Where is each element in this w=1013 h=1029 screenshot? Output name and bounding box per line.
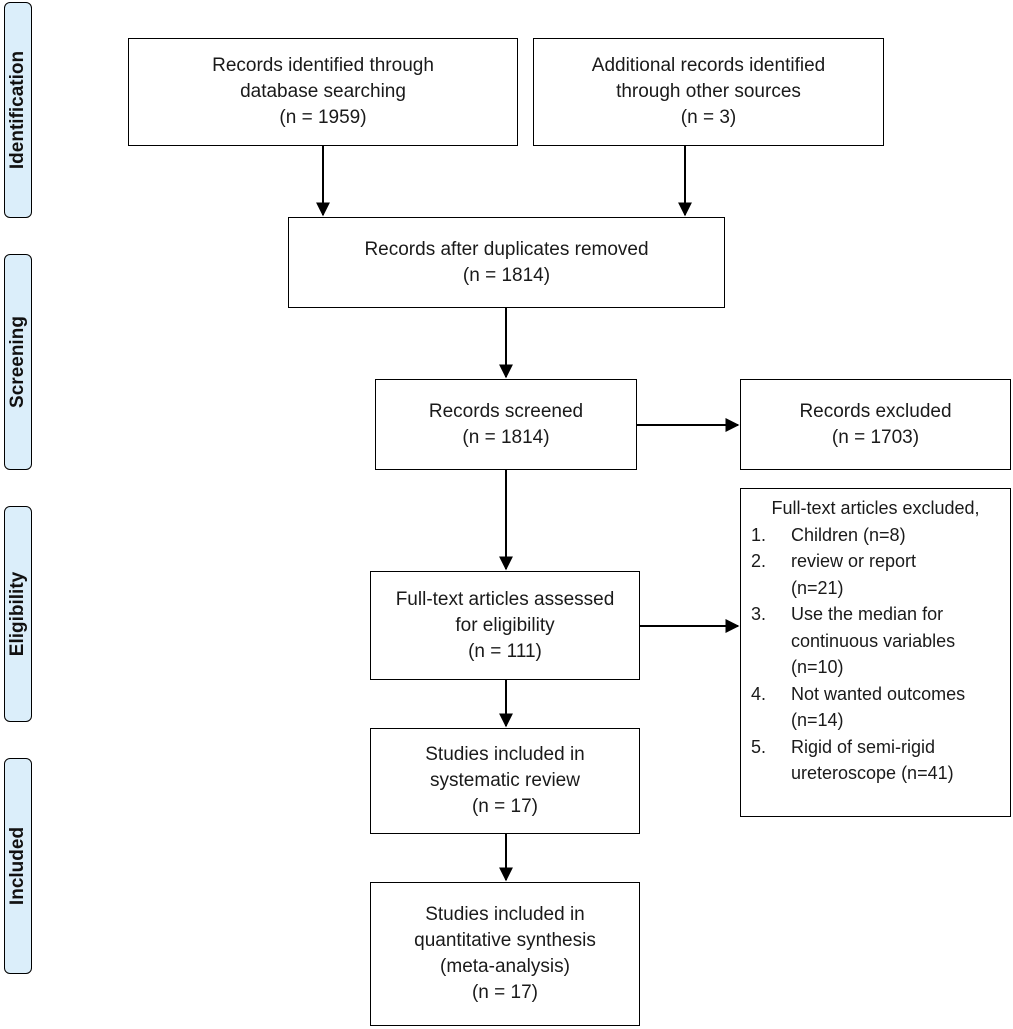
list-item-number: 2. <box>751 551 767 571</box>
box-line: Records excluded <box>799 400 952 422</box>
stage-screening-label: Screening <box>7 316 28 408</box>
stage-screening: Screening <box>4 254 32 470</box>
box-line: (n = 111) <box>468 640 542 662</box>
box-records-screened: Records screened (n = 1814) <box>375 379 637 470</box>
box-line: Studies included in <box>425 904 585 925</box>
list-item-text: Rigid of semi-rigid <box>791 736 936 757</box>
box-quantitative-synthesis: Studies included in quantitative synthes… <box>370 882 640 1026</box>
list-item-text: (n=14) <box>791 710 844 730</box>
list-item-text: Children (n=8) <box>791 524 906 545</box>
box-line: (n = 17) <box>471 982 538 1003</box>
box-line: Records identified through <box>212 55 434 76</box>
box-line: (n = 1814) <box>462 264 551 286</box>
box-line: systematic review <box>430 770 580 791</box>
box-line: (n = 1814) <box>462 426 550 448</box>
box-line: Full-text articles assessed <box>395 588 615 610</box>
box-line: Studies included in <box>425 744 585 765</box>
box-database-searching: Records identified through database sear… <box>128 38 518 146</box>
list-item: 1. Children (n=8) <box>751 522 1000 549</box>
list-item-text: review or report <box>791 551 917 571</box>
list-item-number: 1. <box>751 524 767 545</box>
box-line: for eligibility <box>455 614 555 636</box>
box-line: Records screened <box>428 400 584 422</box>
fulltext-excluded-title: Full-text articles excluded, <box>771 498 980 518</box>
box-fulltext-assessed: Full-text articles assessed for eligibil… <box>370 571 640 680</box>
box-line: Additional records identified <box>591 55 826 76</box>
box-line: database searching <box>240 81 406 102</box>
box-line: (n = 1703) <box>831 426 920 448</box>
stage-eligibility-label: Eligibility <box>7 571 28 657</box>
stage-identification-label: Identification <box>7 50 28 170</box>
list-item-number: 3. <box>751 604 767 624</box>
box-line: (n = 3) <box>680 107 737 128</box>
box-line: through other sources <box>616 81 801 102</box>
list-item-text: (n=10) <box>791 657 844 677</box>
box-line: (meta-analysis) <box>440 956 570 977</box>
list-item-number: 4. <box>751 683 767 704</box>
box-line: (n = 1959) <box>279 107 367 128</box>
list-item: 3. Use the median for continuous variabl… <box>751 601 1000 681</box>
list-item: 4. Not wanted outcomes (n=14) <box>751 681 1000 734</box>
list-item: 5. Rigid of semi-rigid ureteroscope (n=4… <box>751 734 1000 787</box>
box-systematic-review: Studies included in systematic review (n… <box>370 728 640 834</box>
box-fulltext-excluded: Full-text articles excluded, 1. Children… <box>740 488 1011 817</box>
list-item-number: 5. <box>751 736 767 757</box>
stage-identification: Identification <box>4 2 32 218</box>
list-item-text: Use the median for <box>791 604 944 624</box>
list-item-text: continuous variables <box>791 630 956 651</box>
exclusion-reasons-list: 1. Children (n=8) 2. review or report (n… <box>751 522 1000 787</box>
box-line: (n = 17) <box>471 796 538 817</box>
box-duplicates-removed: Records after duplicates removed (n = 18… <box>288 217 725 308</box>
list-item-text: Not wanted outcomes <box>791 683 966 704</box>
stage-included-label: Included <box>7 826 28 906</box>
list-item: 2. review or report (n=21) <box>751 548 1000 601</box>
box-line: quantitative synthesis <box>414 930 596 951</box>
stage-eligibility: Eligibility <box>4 506 32 722</box>
list-item-text: (n=21) <box>791 577 844 598</box>
stage-included: Included <box>4 758 32 974</box>
list-item-text: ureteroscope (n=41) <box>791 763 954 783</box>
box-line: Records after duplicates removed <box>364 238 649 260</box>
box-other-sources: Additional records identified through ot… <box>533 38 884 146</box>
box-records-excluded: Records excluded (n = 1703) <box>740 379 1011 470</box>
